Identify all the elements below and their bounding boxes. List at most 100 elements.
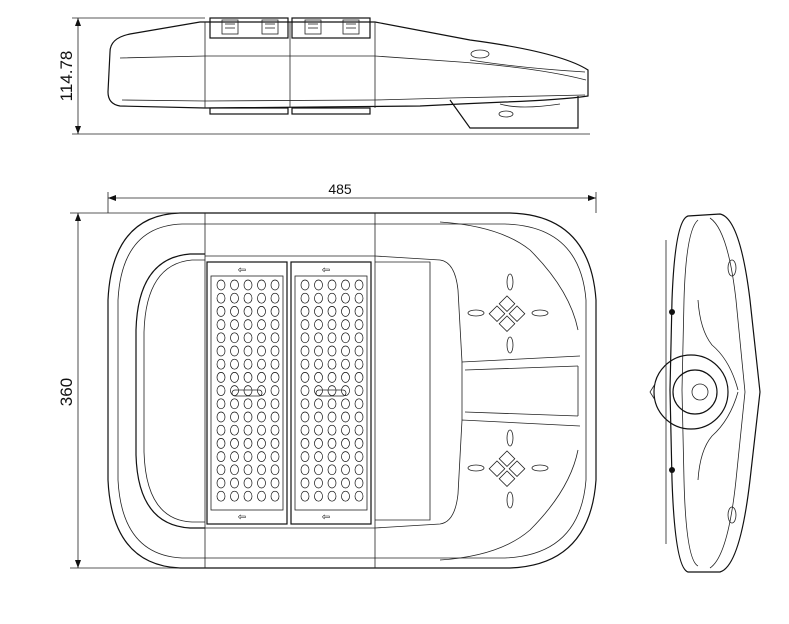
led-array-right xyxy=(300,279,364,502)
led-lens xyxy=(327,306,337,317)
led-lens xyxy=(216,372,226,383)
led-lens xyxy=(341,477,350,489)
led-lens xyxy=(327,332,337,344)
led-lens xyxy=(270,358,280,370)
led-lens xyxy=(314,451,323,462)
led-lens xyxy=(341,332,350,344)
led-lens xyxy=(270,345,280,357)
led-lens xyxy=(243,411,253,423)
led-lens xyxy=(300,451,310,462)
side-view xyxy=(72,17,590,135)
led-lens xyxy=(257,372,266,383)
led-lens xyxy=(270,438,280,449)
led-lens xyxy=(341,279,350,291)
led-lens xyxy=(314,438,323,449)
led-lens xyxy=(327,451,337,462)
led-lens xyxy=(270,451,280,462)
led-lens xyxy=(243,279,253,291)
led-lens xyxy=(314,424,323,436)
led-array-left xyxy=(216,279,280,502)
led-lens xyxy=(230,279,239,291)
led-lens xyxy=(230,438,239,449)
led-lens xyxy=(314,372,323,383)
led-lens xyxy=(341,319,350,330)
led-lens xyxy=(270,490,280,502)
led-lens xyxy=(243,464,253,476)
led-lens xyxy=(354,385,364,396)
led-lens xyxy=(230,451,239,462)
led-lens xyxy=(327,319,337,330)
led-lens xyxy=(314,358,323,370)
led-lens xyxy=(257,319,266,330)
led-lens xyxy=(230,292,239,304)
led-lens xyxy=(354,372,364,383)
led-lens xyxy=(327,398,337,410)
led-lens xyxy=(314,319,323,330)
led-lens xyxy=(243,372,253,383)
led-lens xyxy=(300,477,310,489)
led-lens xyxy=(354,292,364,304)
module-arrow-bottom-right: ⇦ xyxy=(322,512,330,523)
led-lens xyxy=(243,477,253,489)
led-lens xyxy=(314,345,323,357)
led-lens xyxy=(243,398,253,410)
led-lens xyxy=(300,332,310,344)
led-lens xyxy=(270,477,280,489)
led-lens xyxy=(270,424,280,436)
led-lens xyxy=(257,385,266,396)
led-lens xyxy=(216,345,226,357)
led-lens xyxy=(257,292,266,304)
led-lens xyxy=(257,332,266,344)
led-lens xyxy=(341,398,350,410)
led-lens xyxy=(354,345,364,357)
led-lens xyxy=(314,490,323,502)
led-lens xyxy=(327,490,337,502)
led-lens xyxy=(354,411,364,423)
led-lens xyxy=(300,345,310,357)
led-lens xyxy=(314,332,323,344)
led-lens xyxy=(257,424,266,436)
led-lens xyxy=(257,464,266,476)
led-lens xyxy=(216,451,226,462)
led-lens xyxy=(314,385,323,396)
led-lens xyxy=(216,464,226,476)
led-lens xyxy=(314,279,323,291)
led-lens xyxy=(270,398,280,410)
led-lens xyxy=(327,358,337,370)
led-lens xyxy=(243,490,253,502)
led-lens xyxy=(300,292,310,304)
led-lens xyxy=(354,398,364,410)
led-lens xyxy=(327,385,337,396)
led-lens xyxy=(314,477,323,489)
led-lens xyxy=(327,424,337,436)
led-lens xyxy=(243,345,253,357)
led-lens xyxy=(354,279,364,291)
led-lens xyxy=(341,411,350,423)
led-lens xyxy=(341,345,350,357)
led-lens xyxy=(230,464,239,476)
led-lens xyxy=(216,319,226,330)
module-arrow-top-left: ⇦ xyxy=(238,265,246,276)
led-lens xyxy=(270,372,280,383)
led-lens xyxy=(257,358,266,370)
led-lens xyxy=(216,358,226,370)
led-lens xyxy=(270,319,280,330)
led-lens xyxy=(243,358,253,370)
led-lens xyxy=(270,279,280,291)
led-lens xyxy=(341,490,350,502)
led-lens xyxy=(257,306,266,317)
led-lens xyxy=(327,411,337,423)
led-lens xyxy=(354,332,364,344)
led-lens xyxy=(230,490,239,502)
led-lens xyxy=(230,345,239,357)
module-arrow-top-right: ⇦ xyxy=(322,265,330,276)
led-lens xyxy=(300,464,310,476)
led-lens xyxy=(257,477,266,489)
led-lens xyxy=(314,292,323,304)
led-lens xyxy=(354,464,364,476)
led-lens xyxy=(216,490,226,502)
led-lens xyxy=(216,292,226,304)
led-lens xyxy=(314,464,323,476)
decorative-diamond-cluster xyxy=(467,273,549,354)
